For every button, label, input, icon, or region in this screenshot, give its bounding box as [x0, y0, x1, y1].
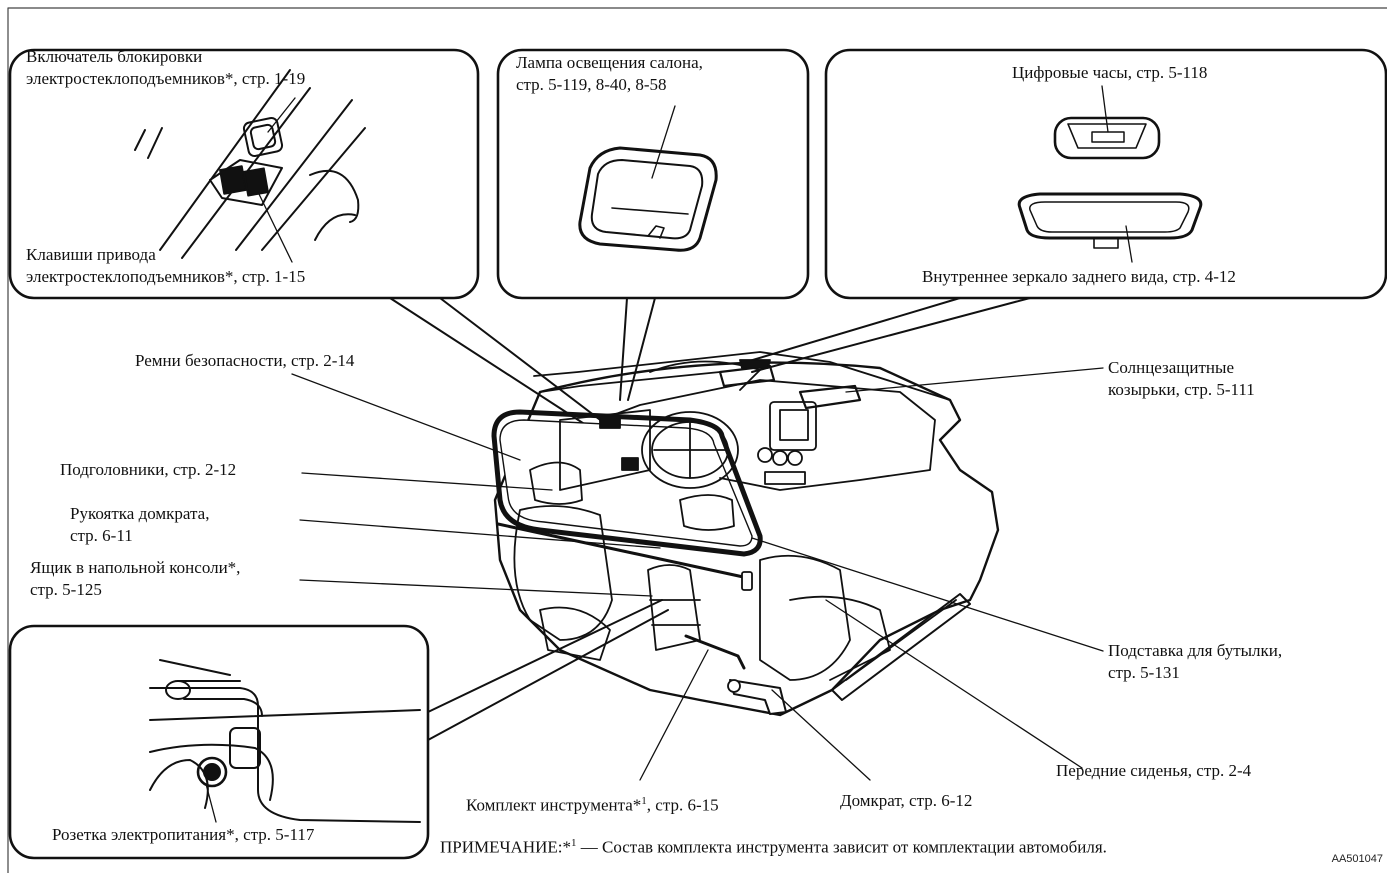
- label-head-restraints: Подголовники, стр. 2-12: [60, 460, 237, 479]
- callout-box-clock-mirror: [824, 48, 1387, 300]
- label-tool-kit-text: Комплект инструмента*: [466, 795, 642, 815]
- callout-box-power-outlet: [8, 624, 430, 860]
- label-sun-visors-line1: Солнцезащитные: [1108, 358, 1234, 377]
- vehicle-interior-illustration: [491, 351, 1000, 717]
- callout-connectors: [389, 297, 1031, 741]
- label-front-seats: Передние сиденья, стр. 2-4: [1056, 761, 1252, 780]
- label-jack: Домкрат, стр. 6-12: [840, 791, 973, 810]
- label-jack-handle-line2: стр. 6-11: [70, 526, 133, 545]
- label-rear-mirror: Внутреннее зеркало заднего вида, стр. 4-…: [922, 267, 1236, 286]
- label-tool-kit-tail: , стр. 6-15: [646, 795, 719, 815]
- footnote: ПРИМЕЧАНИЕ:*1 — Состав комплекта инструм…: [440, 832, 1107, 859]
- label-sun-visors-line2: козырьки, стр. 5-111: [1108, 380, 1255, 399]
- label-digital-clock: Цифровые часы, стр. 5-118: [1012, 63, 1208, 82]
- label-window-switches: Клавиши привода электростеклоподъемников…: [26, 244, 305, 288]
- label-bottle-holder: Подставка для бутылки, стр. 5-131: [1108, 640, 1282, 684]
- page-frame: [7, 7, 1387, 874]
- callout-box-room-lamp: [496, 48, 810, 300]
- label-window-switches-line2: электростеклоподъемников*, стр. 1-15: [26, 267, 306, 286]
- label-bottle-holder-line2: стр. 5-131: [1108, 663, 1180, 682]
- label-jack-handle: Рукоятка домкрата, стр. 6-11: [70, 503, 209, 547]
- label-power-outlet: Розетка электропитания*, стр. 5-117: [52, 825, 315, 844]
- label-room-lamp: Лампа освещения салона, стр. 5-119, 8-40…: [516, 52, 703, 96]
- footnote-sup: 1: [571, 837, 577, 849]
- figure-code: AA501047: [1331, 853, 1383, 865]
- callout-box-window-switches: [8, 48, 480, 300]
- label-tool-kit-sup: 1: [641, 795, 647, 807]
- leader-lines: [291, 367, 1104, 781]
- label-tool-kit: Комплект инструмента*1, стр. 6-15: [466, 790, 719, 817]
- label-window-lock: Включатель блокировки электростеклоподъе…: [26, 46, 305, 90]
- footnote-prefix: ПРИМЕЧАНИЕ:*: [440, 837, 571, 857]
- label-jack-handle-line1: Рукоятка домкрата,: [70, 504, 210, 523]
- label-bottle-holder-line1: Подставка для бутылки,: [1108, 641, 1283, 660]
- label-window-lock-line1: Включатель блокировки: [26, 47, 203, 66]
- label-window-switches-line1: Клавиши привода: [26, 245, 156, 264]
- label-seat-belts: Ремни безопасности, стр. 2-14: [135, 351, 355, 370]
- label-window-lock-line2: электростеклоподъемников*, стр. 1-19: [26, 69, 306, 88]
- label-sun-visors: Солнцезащитные козырьки, стр. 5-111: [1108, 357, 1255, 401]
- label-floor-console-line2: стр. 5-125: [30, 580, 102, 599]
- footnote-text: — Состав комплекта инструмента зависит о…: [576, 837, 1107, 857]
- label-floor-console: Ящик в напольной консоли*, стр. 5-125: [30, 557, 240, 601]
- label-room-lamp-line1: Лампа освещения салона,: [516, 53, 703, 72]
- label-room-lamp-line2: стр. 5-119, 8-40, 8-58: [516, 75, 667, 94]
- label-floor-console-line1: Ящик в напольной консоли*,: [30, 558, 241, 577]
